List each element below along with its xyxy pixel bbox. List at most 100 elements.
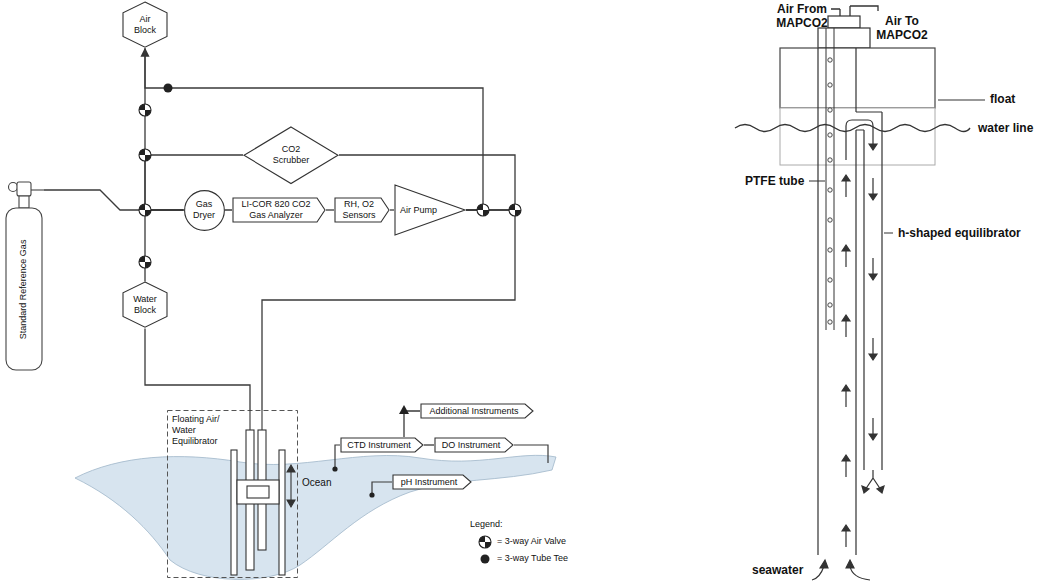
valve-ring xyxy=(139,256,151,268)
part-label: Ocean xyxy=(302,477,331,489)
do-probe-line xyxy=(514,445,548,463)
node-text: Standard Reference Gas xyxy=(18,239,29,339)
node-text: Air Pump xyxy=(400,205,437,216)
air-line xyxy=(145,49,483,210)
cylinder-body xyxy=(6,208,42,370)
air-pipes xyxy=(831,6,878,16)
block-hexagon: Air Block xyxy=(122,1,168,48)
down-arrow xyxy=(869,418,877,440)
down-arrow xyxy=(869,258,877,280)
air-valve xyxy=(139,256,151,268)
tube-tee xyxy=(164,84,173,93)
valve-ring xyxy=(139,149,151,161)
node-text: RH, O2 Sensors xyxy=(339,199,379,221)
air-line xyxy=(404,411,420,437)
part-label: PTFE tube xyxy=(745,174,804,188)
node-text: CO2 Scrubber xyxy=(267,144,315,166)
gas-cylinder-drawing xyxy=(6,182,44,370)
legend-sample xyxy=(478,552,492,566)
valve-quarters xyxy=(479,536,491,548)
block-hexagon: Water Block xyxy=(122,281,168,328)
air-line xyxy=(390,209,394,210)
tee-sample xyxy=(481,554,490,563)
bubble xyxy=(828,158,832,162)
part-label: Air From MAPCO2 xyxy=(770,2,834,31)
air-line xyxy=(145,329,250,410)
probe-dots xyxy=(332,466,374,497)
block-hexagon-outline xyxy=(123,282,167,327)
top-fitting xyxy=(828,16,860,28)
legend: = 3-way Air Valve = 3-way Tube Tee xyxy=(478,533,568,567)
air-valve xyxy=(139,204,151,216)
valve-quarters xyxy=(509,204,521,216)
air-valve xyxy=(139,104,151,116)
water-line-wave xyxy=(735,125,970,132)
scrubber-diamond-outline xyxy=(244,127,338,184)
outlet-arrow xyxy=(865,470,881,490)
float-lower xyxy=(780,108,935,165)
down-arrow xyxy=(869,178,877,200)
up-arrow xyxy=(842,245,850,267)
node-text: Air Block xyxy=(128,14,162,36)
air-line xyxy=(145,210,184,281)
node-text: Gas Dryer xyxy=(189,199,219,221)
instrument-box-outline xyxy=(435,438,513,452)
ctd-probe-line xyxy=(335,445,340,467)
air-line xyxy=(326,209,334,210)
part-label: Air To MAPCO2 xyxy=(870,14,934,43)
equilibrator-box-shape xyxy=(167,410,298,578)
outlet-arrow-heads xyxy=(862,486,884,493)
floating-equilibrator-drawing xyxy=(231,410,295,575)
equilibrator-drawing xyxy=(735,6,985,580)
motion-arrow xyxy=(290,470,291,502)
valve-quarters xyxy=(477,204,489,216)
node-text: Water Block xyxy=(128,294,162,316)
regulator-body xyxy=(17,182,31,196)
node-text: pH Instrument xyxy=(401,477,458,488)
instrument-box: CTD Instrument xyxy=(340,437,424,453)
valve-sample xyxy=(479,536,491,548)
ctd-probe-dot xyxy=(332,466,337,471)
float-block xyxy=(237,480,279,504)
equilibrator-outline xyxy=(168,411,298,578)
pump-triangle-outline xyxy=(395,185,465,235)
air-line xyxy=(424,444,434,445)
part-label: h-shaped equilibrator xyxy=(898,226,1021,240)
air-line xyxy=(224,209,232,210)
block-hexagon-outline xyxy=(123,2,167,47)
up-arrow xyxy=(842,315,850,337)
bubble xyxy=(828,303,832,307)
legend-sample xyxy=(478,535,492,549)
bubble xyxy=(828,320,832,324)
bubble xyxy=(828,218,832,222)
regulator-gauge xyxy=(9,183,18,192)
regulator-outlet xyxy=(30,189,44,190)
air-line xyxy=(262,210,515,410)
instrument-box: DO Instrument xyxy=(434,437,514,453)
inlet-tubes xyxy=(250,410,262,430)
scrubber-diamond: CO2 Scrubber xyxy=(243,126,339,185)
bubble xyxy=(828,83,832,87)
leader-lines xyxy=(809,100,985,233)
valve-ring xyxy=(477,204,489,216)
valve-ring xyxy=(479,536,491,548)
equilibrator-box: Floating Air/ Water Equilibrator xyxy=(167,410,298,578)
float-block-inner xyxy=(247,486,269,498)
legend-text: = 3-way Tube Tee xyxy=(497,553,568,564)
guide-rod xyxy=(279,450,285,575)
bubble xyxy=(828,108,832,112)
instrument-box: pH Instrument xyxy=(392,474,472,490)
float-upper xyxy=(780,48,935,108)
valve-ring xyxy=(139,204,151,216)
bubble xyxy=(828,58,832,62)
cylinder-neck xyxy=(19,196,29,208)
air-valve xyxy=(139,149,151,161)
flow-arrows xyxy=(812,120,884,580)
branch-marker xyxy=(399,405,409,414)
inlet-arrow-heads xyxy=(820,560,854,568)
legend-row: = 3-way Air Valve xyxy=(478,533,568,550)
valve-ring xyxy=(509,204,521,216)
air-line xyxy=(145,49,184,210)
up-arrow xyxy=(842,455,850,477)
